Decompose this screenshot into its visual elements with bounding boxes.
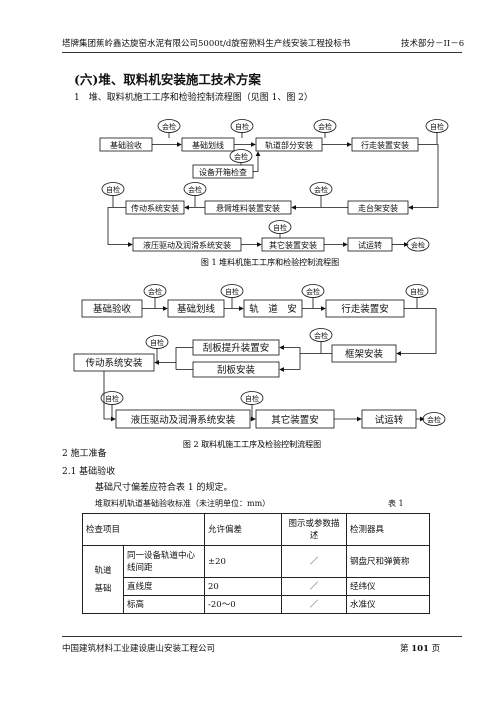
f1-label-6: 悬臂堆料装置安装 [216, 203, 280, 213]
group-label-line2: 基础 [94, 583, 112, 594]
f1-tag-hj-6: 会检 [411, 241, 425, 250]
f1-label-5: 传动系统安装 [131, 203, 179, 213]
f1-tag-hj-1: 会检 [162, 122, 176, 131]
f2-tag-zj-5: 自检 [245, 394, 259, 403]
f2-label-1: 基础划线 [177, 303, 216, 315]
f2-tag-zj-3: 自检 [150, 338, 164, 347]
f2-tag-zj-4: 自检 [105, 394, 119, 403]
f1-label-0: 基础验收 [110, 140, 142, 150]
f1-label-8: 液压驱动及润滑系统安装 [143, 240, 231, 250]
row1-tolerance: ±20 [204, 545, 282, 578]
f1-label-7: 走台架安装 [358, 203, 398, 213]
header-rule [62, 52, 462, 53]
footer-company: 中国建筑材料工业建设唐山安装工程公司 [62, 644, 216, 654]
acceptance-table: 检查项目 允许偏差 图示或参数描述 检测器具 轨道 基础 同一设备轨道中心线间距… [82, 513, 430, 614]
table-number: 表 1 [388, 499, 404, 508]
row1-description: ／ [281, 545, 347, 578]
f1-label-10: 试运转 [358, 240, 382, 250]
group-label-line1: 轨道 [94, 565, 112, 576]
row2-item: 直线度 [123, 577, 205, 596]
f2-label-0: 基础验收 [93, 303, 132, 315]
item-21-heading: 2.1 基础验收 [62, 467, 116, 477]
footer-page-number: 101 [411, 644, 429, 654]
f1-tag-zj-2: 自检 [430, 122, 444, 131]
f1-label-1: 基础划线 [192, 140, 224, 150]
f1-tag-hj-4: 会检 [188, 185, 202, 194]
f2-tag-zj-1: 自检 [225, 287, 239, 296]
flowchart-fig1: 基础验收 基础划线 轨道部分安装 行走装置安装 设备开箱检查 传动系统安装 悬臂… [73, 119, 449, 449]
th-tolerance: 允许偏差 [204, 513, 282, 546]
f2-label-2: 轨 道 安 [249, 303, 297, 315]
f2-label-9: 其它装置安 [271, 414, 319, 426]
group-label: 轨道 基础 [82, 545, 124, 614]
paragraph-1: 基础尺寸偏差应符合表 1 的规定。 [95, 483, 233, 493]
f1-label-2: 轨道部分安装 [265, 140, 313, 150]
row3-description: ／ [281, 595, 347, 614]
f2-tag-hj-3: 会检 [314, 331, 328, 340]
fig1-caption: 图 1 堆料机施工工序和检验控制流程图 [201, 257, 339, 267]
f1-tag-hj-5: 会检 [314, 185, 328, 194]
th-item: 检查项目 [82, 513, 205, 546]
f1-tag-hj-3: 会检 [234, 152, 248, 161]
f2-tag-hj-2: 会检 [306, 287, 320, 296]
f2-label-3: 行走装置安 [341, 303, 389, 315]
f2-label-4: 刮板提升装置安 [203, 342, 270, 354]
table-caption: 堆取料机轨道基础验收标准（未注明单位：mm） [95, 499, 271, 508]
row1-item: 同一设备轨道中心线间距 [123, 545, 205, 578]
footer-page-prefix: 第 [400, 644, 409, 654]
f2-label-10: 试运转 [375, 414, 404, 426]
f1-tag-zj-1: 自检 [235, 122, 249, 131]
row1-tool: 钢盘尺和弹簧称 [346, 545, 430, 578]
f1-tag-zj-4: 自检 [273, 223, 287, 232]
header-title: 塔牌集团蕉岭鑫达旋窑水泥有限公司5000t/d旋窑熟料生产线安装工程投标书 [62, 39, 351, 49]
f2-label-7: 刮板安装 [217, 364, 256, 376]
row3-tolerance: -20～0 [204, 595, 282, 614]
footer-page-suffix: 页 [431, 644, 441, 654]
f2-node-cdxt [73, 353, 155, 372]
th-description: 图示或参数描述 [281, 513, 347, 546]
fig2-caption: 图 2 取料机施工工序及检验控制流程图 [183, 439, 321, 449]
f1-label-9: 其它装置安装 [269, 240, 317, 250]
f2-label-6: 传动系统安装 [85, 357, 143, 369]
footer-rule [62, 636, 462, 637]
row3-item: 标高 [123, 595, 205, 614]
row2-tool: 经纬仪 [346, 577, 430, 596]
row2-tolerance: 20 [204, 577, 282, 596]
th-tool: 检测器具 [346, 513, 430, 546]
row3-tool: 水准仪 [346, 595, 430, 614]
f2-label-5: 框架安装 [345, 348, 384, 360]
f1-tag-hj-2: 会检 [318, 122, 332, 131]
f1-label-3: 行走装置安装 [361, 140, 409, 150]
item-2-heading: 2 施工准备 [62, 449, 107, 459]
f1-label-4: 设备开箱检查 [199, 167, 247, 177]
header-section: 技术部分－II－6 [401, 39, 465, 49]
f2-tag-hj-1: 会检 [148, 287, 162, 296]
f2-tag-hj-4: 会检 [427, 415, 441, 424]
footer-page: 第 101 页 [400, 642, 440, 654]
f1-tag-zj-3: 自检 [106, 185, 120, 194]
section-title: (六)堆、取料机安装施工技术方案 [74, 72, 261, 87]
f2-tag-zj-2: 自检 [410, 287, 424, 296]
row2-description: ／ [281, 577, 347, 596]
item-1-heading: 1 堆、取料机施工工序和检验控制流程图（见图 1、图 2） [74, 93, 313, 103]
f2-label-8: 液压驱动及润滑系统安装 [131, 414, 236, 426]
